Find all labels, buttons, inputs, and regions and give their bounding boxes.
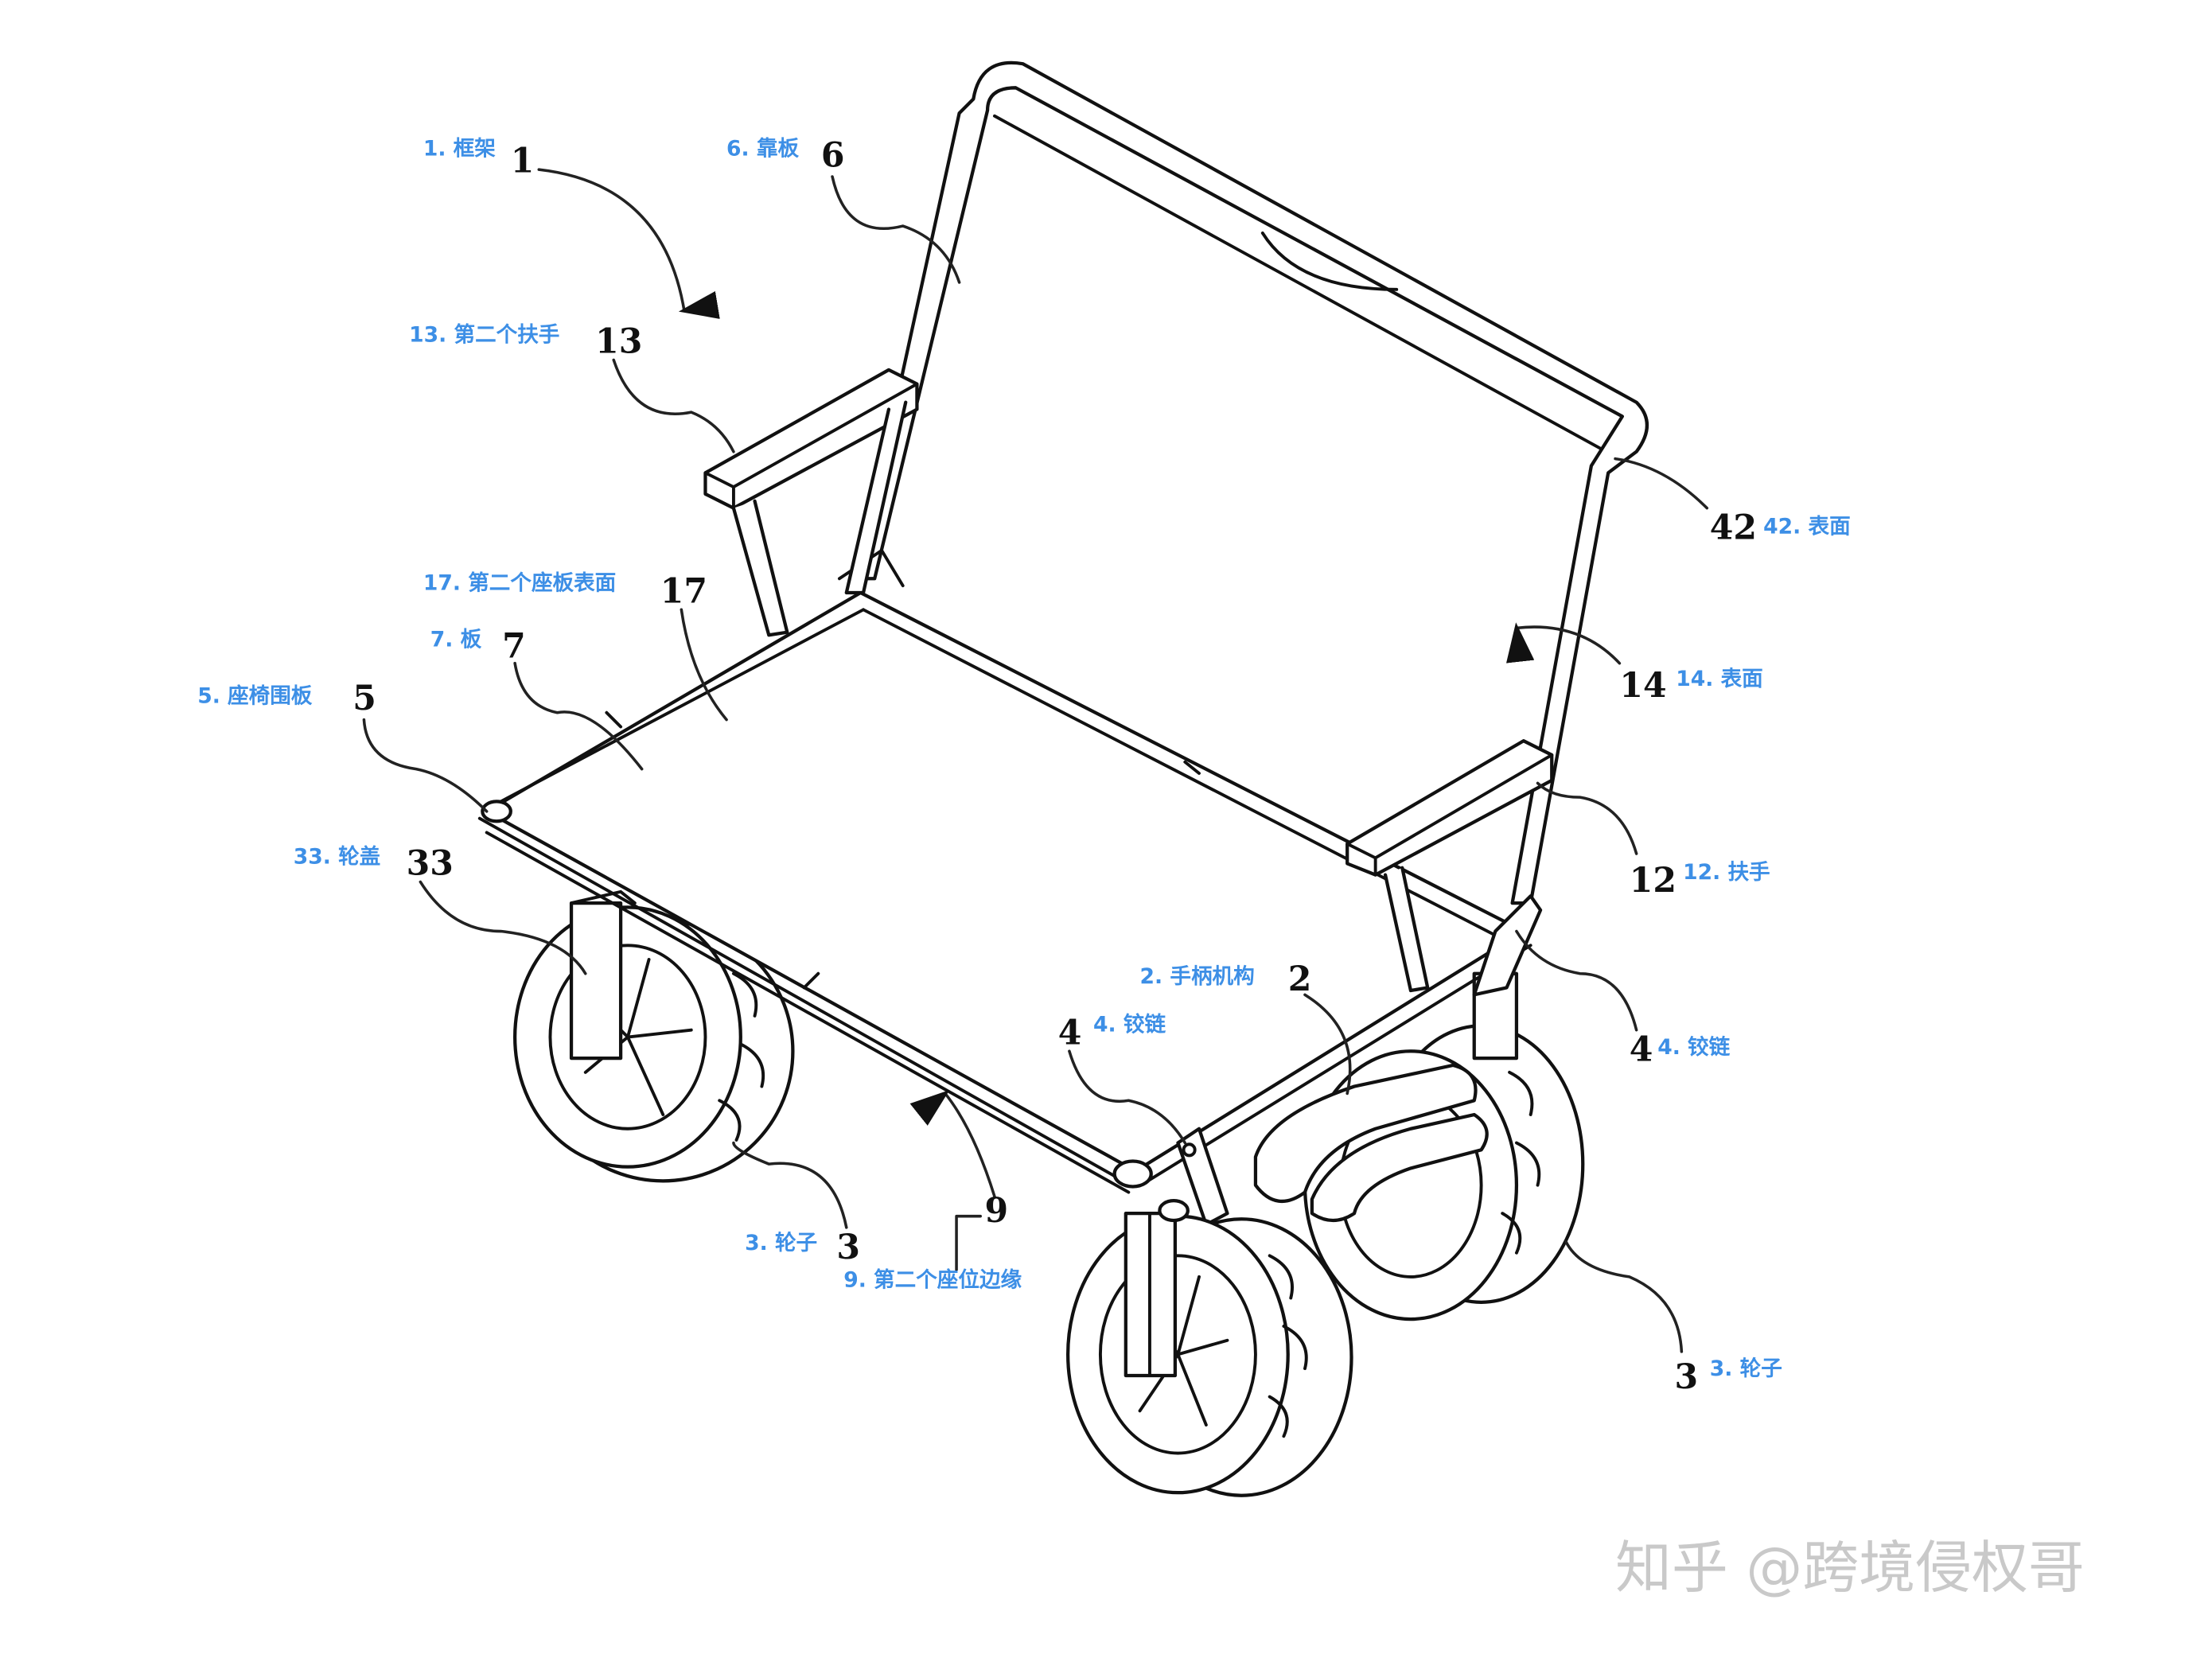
backrest-frame <box>837 60 1649 905</box>
ref-frame: 1 <box>511 142 535 181</box>
ref-second-armrest: 13 <box>595 322 642 362</box>
ref-wheel-left: 3 <box>836 1228 860 1267</box>
ref-second-seat-edge: 9 <box>985 1191 1009 1231</box>
label-second-armrest: 13. 第二个扶手 <box>409 322 559 347</box>
ref-surface-14: 14 <box>1619 666 1666 706</box>
ref-armrest: 12 <box>1630 861 1677 901</box>
wheel-front-left <box>1066 1199 1353 1497</box>
ref-wheel-cover: 33 <box>407 844 454 884</box>
label-board: 7. 板 <box>430 627 482 652</box>
label-backboard: 6. 靠板 <box>726 136 799 161</box>
ref-backboard: 6 <box>821 136 845 176</box>
ref-surface-42: 42 <box>1710 508 1757 548</box>
callout-labels: 1. 框架 1 6. 靠板 6 13. 第二个扶手 13 17. 第二个座板表面… <box>197 136 1850 1397</box>
ref-handle-mechanism: 2 <box>1288 959 1312 999</box>
label-armrest: 12. 扶手 <box>1683 860 1770 885</box>
label-hinge-left: 4. 铰链 <box>1093 1012 1166 1037</box>
leader-lines <box>362 168 1709 1353</box>
label-second-seat-edge: 9. 第二个座位边缘 <box>843 1267 1022 1292</box>
armrest-left <box>703 368 919 637</box>
label-wheel-left: 3. 轮子 <box>745 1231 817 1255</box>
label-seat-panel: 5. 座椅围板 <box>197 683 313 708</box>
watermark: 知乎 @跨境侵权哥 <box>1615 1535 2085 1601</box>
label-wheel-cover: 33. 轮盖 <box>294 844 381 869</box>
ref-hinge-left: 4 <box>1058 1013 1082 1053</box>
ref-hinge-right: 4 <box>1630 1030 1653 1070</box>
label-wheel-right: 3. 轮子 <box>1710 1356 1782 1381</box>
ref-board: 7 <box>502 627 526 667</box>
handle-mechanism <box>1176 1063 1489 1227</box>
armrest-right <box>1346 739 1554 997</box>
label-second-seat-surface: 17. 第二个座板表面 <box>423 570 616 595</box>
label-hinge-right: 4. 铰链 <box>1657 1035 1730 1060</box>
ref-seat-panel: 5 <box>352 679 376 718</box>
ref-second-seat-surface: 17 <box>660 571 707 611</box>
label-surface-42: 42. 表面 <box>1763 515 1851 539</box>
wheel-rear-left <box>513 889 795 1183</box>
label-frame: 1. 框架 <box>423 136 496 161</box>
label-handle-mechanism: 2. 手柄机构 <box>1140 964 1255 989</box>
label-surface-14: 14. 表面 <box>1676 667 1763 691</box>
wagon-drawing <box>477 60 1649 1497</box>
ref-wheel-right: 3 <box>1675 1357 1699 1397</box>
